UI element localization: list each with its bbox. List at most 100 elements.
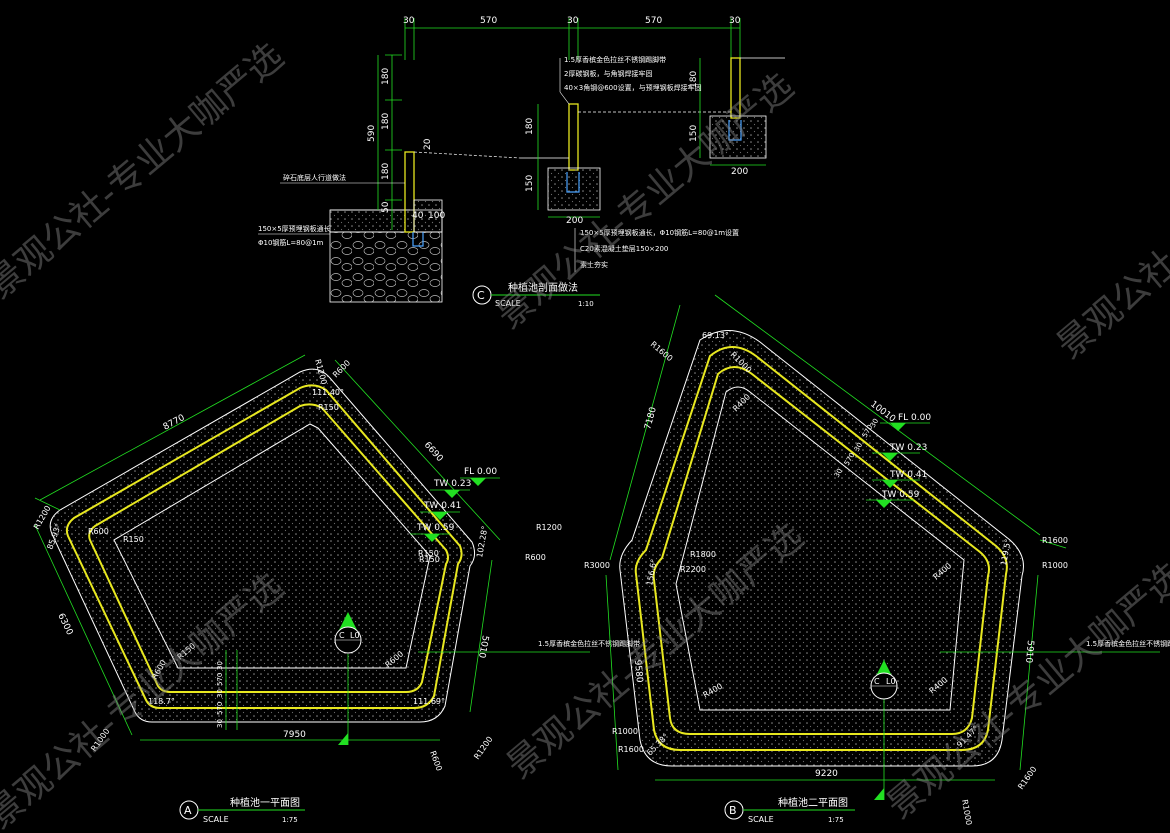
dim-text: 150: [689, 125, 699, 142]
radius-label: R1600: [1042, 536, 1068, 545]
section-c-left-wall: [329, 151, 521, 303]
radius-label: R3000: [584, 561, 610, 570]
scale-label: SCALE: [203, 815, 229, 824]
dim-text: 570: [645, 16, 662, 26]
plan-a: 8770 6690 6300 5010 7950 R1200 R600 R150…: [32, 354, 640, 824]
dim-text: 100: [428, 211, 445, 221]
radius-label: R600: [331, 358, 352, 379]
dim-text: 180: [381, 113, 391, 130]
dim-text: 9220: [815, 769, 838, 779]
scale-value: 1:75: [282, 816, 298, 824]
dim-text: 570: [216, 673, 224, 686]
note-text: 素土夯实: [580, 260, 608, 269]
radius-label: R2200: [680, 565, 706, 574]
plan-b-title: 种植池二平面图: [778, 796, 848, 809]
plan-a-title-block: A 种植池一平面图 SCALE 1:75: [179, 796, 305, 824]
plan-a-wall-inner: [88, 403, 449, 693]
radius-label: R1200: [536, 523, 562, 532]
dim-text: 7950: [283, 730, 306, 740]
plan-b-title-block: B 种植池二平面图 SCALE 1:75: [724, 796, 855, 824]
dim-text: 200: [566, 216, 583, 226]
dim-text: 9580: [632, 659, 644, 683]
level-label: TW 0.41: [423, 501, 461, 511]
dim-text: 6300: [55, 612, 74, 637]
dim-text: 30: [216, 689, 224, 698]
plan-a-outer-outline: [49, 368, 476, 723]
plan-b-wall-outer: [634, 346, 1008, 751]
plan-a-title: 种植池一平面图: [230, 796, 300, 809]
level-label: FL 0.00: [464, 467, 497, 477]
section-c-title: 种植池剖面做法: [508, 281, 578, 294]
dim-text: 30: [853, 441, 864, 453]
radius-label: R1000: [1042, 561, 1068, 570]
plan-b-wall-inner: [652, 366, 990, 735]
note-text: C20素混凝土垫层150×200: [580, 244, 668, 253]
plan-b-outer-outline: [619, 330, 1024, 767]
dim-text: 150: [525, 175, 535, 192]
section-c: 30 570 30 570 30 180 180 590: [258, 16, 785, 308]
plan-a-dimension-lines: [34, 354, 501, 741]
radius-label: R150: [418, 549, 439, 558]
dim-text: 5010: [476, 634, 490, 659]
dim-text: 6690: [422, 440, 445, 464]
level-label: TW 0.59: [416, 523, 455, 533]
scale-value: 1:10: [578, 300, 594, 308]
radius-label: R1600: [618, 745, 644, 754]
note-text: 1.5厚香槟金色拉丝不锈钢踢脚带: [564, 55, 666, 64]
marker-text: C: [339, 631, 345, 640]
note-text: 150×5厚预埋钢板通长，Φ10钢筋L=80@1m设置: [580, 228, 739, 237]
dim-text: 30: [869, 417, 880, 429]
plan-a-note: 1.5厚香槟金色拉丝不锈钢踢脚带: [538, 639, 640, 648]
dim-text: 20: [423, 138, 433, 150]
dim-text: 30: [567, 16, 579, 26]
dim-text: 180: [689, 71, 699, 88]
title-letter: C: [477, 289, 485, 302]
watermark-text: 景观公社-专业大咖严选: [489, 66, 801, 337]
level-label: TW 0.23: [889, 443, 927, 453]
dim-text: 30: [216, 661, 224, 670]
plan-a-wall-outer: [65, 384, 463, 709]
radius-label: R600: [428, 750, 444, 773]
dim-text: 40: [412, 211, 424, 221]
angle-label: 118.7°: [148, 697, 175, 706]
scale-label: SCALE: [748, 815, 774, 824]
angle-label: 111.69°: [413, 697, 445, 706]
radius-label: R1200: [472, 735, 494, 761]
radius-label: R1800: [690, 550, 716, 559]
dim-text: 180: [381, 163, 391, 180]
note-text: 150×5厚预埋钢板通长: [258, 224, 331, 233]
level-label: TW 0.59: [881, 490, 920, 500]
title-letter: B: [729, 804, 737, 817]
plan-b-dimension-lines: [605, 294, 1160, 800]
scale-label: SCALE: [495, 299, 521, 308]
angle-label: 102.28°: [475, 525, 489, 558]
level-label: TW 0.41: [889, 470, 927, 480]
dim-text: 180: [381, 68, 391, 85]
dim-text: 30: [729, 16, 741, 26]
dim-text: 180: [525, 118, 535, 135]
level-label: FL 0.00: [898, 413, 931, 423]
dim-text: 30: [216, 719, 224, 728]
plan-b-note: 1.5厚香槟金色拉丝不锈钢踢脚带: [1086, 639, 1170, 648]
plan-b-section-marker: C L0: [870, 660, 898, 800]
dim-text: 50: [381, 201, 391, 213]
dim-text: 5910: [1023, 640, 1035, 664]
note-text: 碎石底层人行道做法: [283, 173, 346, 182]
watermark-text: 景观公社-专业大咖严选: [0, 36, 292, 307]
section-c-middle-wall: [520, 103, 731, 218]
angle-label: 69.13°: [702, 331, 729, 340]
radius-label: R600: [88, 527, 109, 536]
dim-text: 200: [731, 167, 748, 177]
marker-text: L0: [350, 631, 360, 640]
plan-b-level-markers: FL 0.00 TW 0.23 TW 0.41 TW 0.59: [866, 413, 931, 508]
radius-label: R1000: [960, 799, 973, 826]
dim-text: 7180: [643, 406, 659, 431]
watermark-text: 景观公社-专业大咖严选: [1049, 96, 1170, 367]
dim-text: 570: [216, 702, 224, 715]
plan-a-section-marker: C L0: [334, 612, 362, 745]
note-text: Φ10钢筋L=80@1m: [258, 238, 324, 247]
plan-a-inner-outline: [113, 423, 431, 669]
section-c-top-dimension: [404, 18, 741, 60]
dim-text: 30: [833, 467, 844, 479]
